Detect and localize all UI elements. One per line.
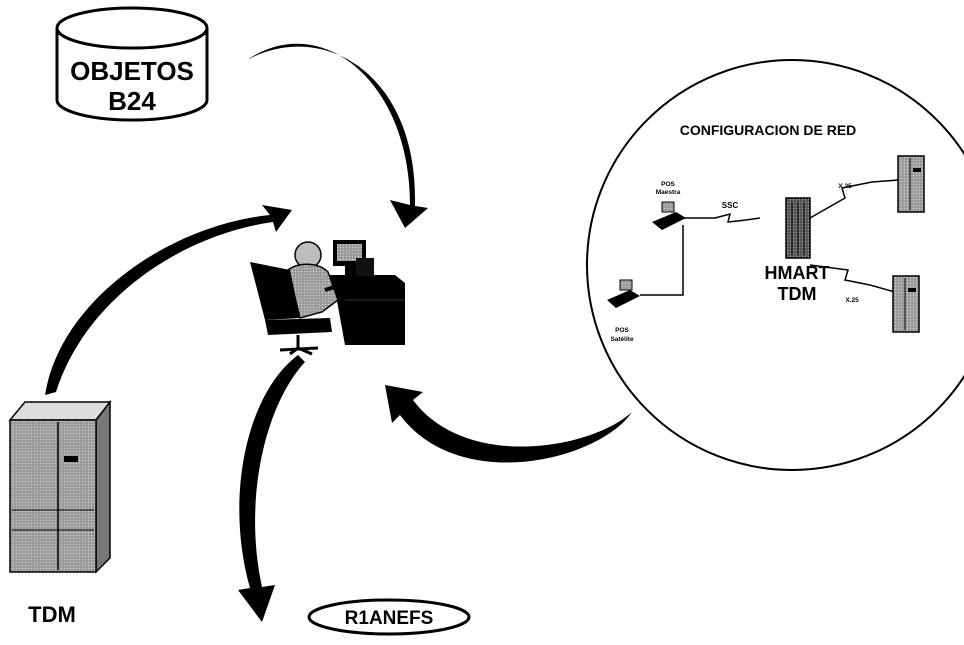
remote-host-top — [897, 155, 925, 213]
pos-master-label-line1: POS — [661, 181, 675, 188]
output-report: R1ANEFS — [307, 598, 471, 636]
pos-master-label-line2: Maestra — [656, 189, 681, 196]
link-label-sdlc: SSC — [722, 201, 739, 210]
pos-satellite-label-line1: POS — [615, 327, 629, 334]
database-label-line2: B24 — [108, 86, 156, 116]
database-label-line1: OBJETOS — [70, 56, 194, 86]
server-label: TDM — [28, 602, 76, 627]
hub-label-line1: HMART — [765, 263, 830, 283]
arrow-database-to-operator — [247, 43, 428, 228]
tdm-server-cabinet — [8, 399, 112, 574]
hmart-hub-tower — [785, 197, 811, 259]
arrow-server-to-operator — [45, 205, 292, 395]
output-label: R1ANEFS — [345, 608, 434, 629]
network-configuration: CONFIGURACION DE RED SSC X.25 X.25 POS M… — [586, 59, 964, 471]
operator-workstation — [250, 240, 405, 356]
arrow-network-to-operator — [385, 385, 632, 463]
pos-satellite-terminal — [607, 279, 640, 308]
arrow-operator-to-output — [238, 355, 305, 622]
database-cylinder: OBJETOS B24 — [55, 6, 209, 122]
pos-master-terminal — [652, 201, 686, 230]
pos-satellite-label-line2: Satélite — [610, 336, 634, 343]
link-label-x25-bottom: X.25 — [845, 297, 859, 304]
hub-label-line2: TDM — [778, 284, 817, 304]
link-label-x25-top: X.25 — [838, 183, 852, 190]
network-title: CONFIGURACION DE RED — [680, 122, 857, 138]
remote-host-bottom — [892, 275, 920, 333]
